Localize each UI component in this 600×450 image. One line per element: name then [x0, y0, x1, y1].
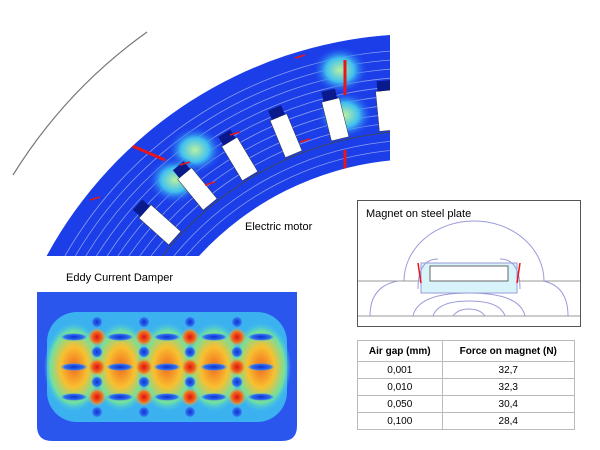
table-header-row: Air gap (mm) Force on magnet (N)	[357, 340, 576, 362]
current-null	[200, 333, 228, 341]
electric-motor-plot: Electric motor	[12, 31, 390, 256]
field-hotspot	[312, 46, 368, 94]
current-null	[247, 393, 275, 401]
field-arrow	[204, 181, 216, 186]
current-null	[247, 363, 275, 371]
air-gap-cell: 0,010	[357, 378, 443, 396]
magnet-field-lines	[358, 220, 580, 317]
current-peak	[228, 388, 246, 406]
stator-slot	[218, 129, 259, 182]
stator-slot	[375, 80, 390, 132]
current-null	[138, 376, 150, 388]
stator-slot	[321, 88, 350, 142]
current-null	[106, 333, 134, 341]
current-null	[184, 346, 196, 358]
current-null	[60, 363, 88, 371]
current-null	[60, 333, 88, 341]
field-arrow	[294, 54, 306, 59]
current-null	[106, 363, 134, 371]
stator-slot	[132, 199, 182, 246]
current-null	[231, 346, 243, 358]
force-cell: 28,4	[441, 412, 576, 430]
current-null	[200, 393, 228, 401]
current-peak	[135, 388, 153, 406]
field-arrow	[89, 196, 101, 201]
header-air-gap: Air gap (mm)	[357, 340, 443, 362]
stator-slot	[268, 105, 303, 158]
air-gap-cell: 0,001	[357, 361, 443, 379]
current-null	[91, 346, 103, 358]
current-null	[106, 393, 134, 401]
eddy-current-damper-plot	[37, 292, 297, 441]
current-peak	[88, 388, 106, 406]
force-cell: 32,3	[441, 378, 576, 396]
current-null	[138, 346, 150, 358]
outer-housing-arc	[12, 31, 148, 176]
current-null	[153, 393, 181, 401]
electric-motor-label: Electric motor	[245, 221, 313, 233]
current-null	[200, 363, 228, 371]
magnet-plot-title: Magnet on steel plate	[366, 208, 472, 220]
air-gap-cell: 0,100	[357, 412, 443, 430]
current-null	[247, 333, 275, 341]
current-null	[138, 316, 150, 328]
current-null	[138, 406, 150, 418]
current-peak	[88, 358, 106, 376]
field-arrow	[179, 161, 191, 166]
current-peak	[181, 328, 199, 346]
magnetization-arrow	[129, 143, 166, 162]
field-arrow	[229, 131, 241, 136]
field-line	[185, 150, 390, 256]
air-gap-cell: 0,050	[357, 395, 443, 413]
current-null	[231, 316, 243, 328]
field-line	[173, 141, 390, 256]
current-peak	[88, 328, 106, 346]
current-peak	[228, 358, 246, 376]
current-peak	[181, 388, 199, 406]
current-null	[91, 406, 103, 418]
current-peak	[135, 358, 153, 376]
eddy-current-damper-label: Eddy Current Damper	[66, 272, 173, 284]
stator-slot	[172, 161, 218, 211]
current-peak	[135, 328, 153, 346]
header-force: Force on magnet (N)	[441, 340, 576, 362]
current-null	[184, 316, 196, 328]
current-null	[184, 406, 196, 418]
current-null	[91, 376, 103, 388]
current-null	[231, 406, 243, 418]
force-cell: 30,4	[441, 395, 576, 413]
air-gap	[162, 132, 390, 256]
force-cell: 32,7	[441, 361, 576, 379]
current-null	[184, 376, 196, 388]
current-peak	[228, 328, 246, 346]
current-null	[153, 333, 181, 341]
current-null	[91, 316, 103, 328]
magnet-on-steel-plate-plot: Magnet on steel plate	[357, 200, 581, 327]
current-null	[231, 376, 243, 388]
current-null	[60, 393, 88, 401]
field-arrow	[299, 138, 311, 143]
current-null	[153, 363, 181, 371]
current-peak	[181, 358, 199, 376]
